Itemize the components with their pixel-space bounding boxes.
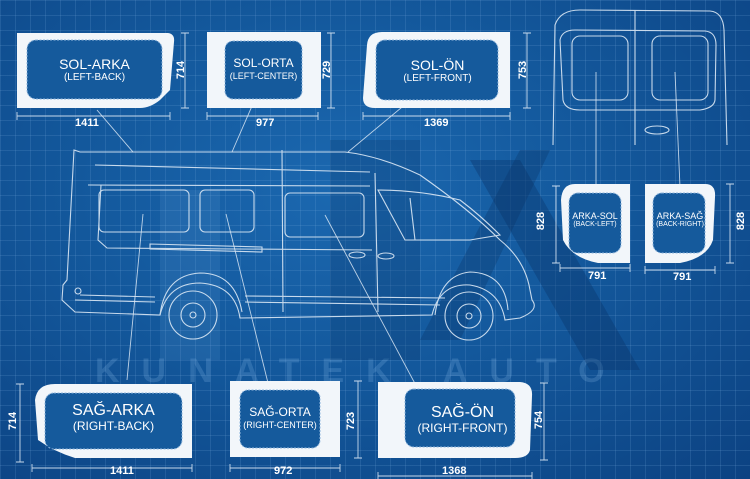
glass-english-name: (RIGHT-FRONT)	[417, 421, 508, 436]
glass-sag-on: SAĞ-ÖN (RIGHT-FRONT)	[400, 404, 525, 436]
glass-english-name: (LEFT-FRONT)	[403, 73, 472, 85]
dimension-height: 729	[321, 60, 334, 80]
glass-name: SOL-ARKA	[59, 56, 130, 72]
glass-name: ARKA-SAĞ	[656, 211, 704, 221]
dimension-height: 754	[533, 410, 546, 430]
side-window-back	[98, 189, 190, 233]
dimension-width: 1411	[110, 465, 134, 477]
dimension-height: 723	[345, 411, 358, 431]
side-window-center	[199, 189, 255, 233]
dimension-height: 714	[7, 411, 20, 431]
glass-english-name: (LEFT-BACK)	[63, 72, 126, 84]
van-rear-view-drawing	[552, 9, 728, 146]
dimension-width: 1411	[75, 117, 99, 129]
dimension-width: 977	[256, 117, 275, 129]
glass-sag-arka: SAĞ-ARKA (RIGHT-BACK)	[45, 402, 182, 434]
dimension-width: 1369	[424, 117, 449, 129]
dimension-height: 828	[735, 211, 748, 231]
glass-name: SAĞ-ORTA	[249, 405, 311, 419]
dimension-width: 972	[274, 465, 293, 477]
dimension-height: 714	[175, 60, 188, 80]
glass-name: SOL-ÖN	[410, 57, 465, 73]
glass-arka-sol: ARKA-SOL (BACK-LEFT)	[565, 211, 625, 229]
glass-name: SAĞ-ÖN	[430, 404, 495, 421]
glass-sol-orta: SOL-ORTA (LEFT-CENTER)	[220, 56, 307, 81]
glass-english-name: (BACK-RIGHT)	[656, 221, 704, 229]
glass-name: SAĞ-ARKA	[72, 402, 155, 419]
glass-english-name: (LEFT-CENTER)	[229, 70, 298, 81]
dimension-width: 1368	[442, 465, 467, 477]
glass-name: SOL-ORTA	[233, 56, 294, 70]
dimension-height: 753	[517, 60, 530, 80]
dimension-width: 791	[588, 270, 607, 282]
glass-name: ARKA-SOL	[572, 211, 618, 221]
dimension-height: 828	[535, 211, 548, 231]
glass-sol-arka: SOL-ARKA (LEFT-BACK)	[27, 56, 162, 84]
glass-arka-sag: ARKA-SAĞ (BACK-RIGHT)	[650, 211, 710, 229]
dimension-width: 791	[673, 271, 692, 283]
glass-sol-on: SOL-ÖN (LEFT-FRONT)	[380, 57, 495, 85]
glass-english-name: (RIGHT-BACK)	[72, 419, 155, 434]
side-window-front	[284, 192, 365, 238]
glass-english-name: (BACK-LEFT)	[573, 221, 617, 229]
glass-sag-orta: SAĞ-ORTA (RIGHT-CENTER)	[236, 405, 324, 430]
glass-english-name: (RIGHT-CENTER)	[243, 419, 317, 430]
van-side-view-drawing	[61, 149, 535, 341]
